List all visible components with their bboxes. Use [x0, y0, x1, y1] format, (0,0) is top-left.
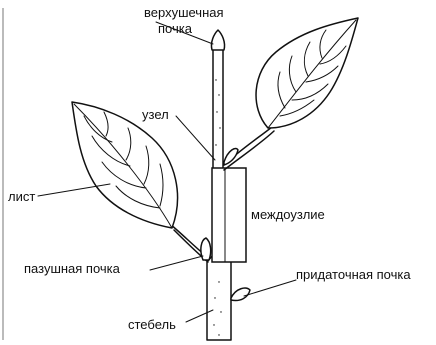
leaf-label: лист [8, 190, 35, 204]
stem-label: стебель [128, 318, 176, 332]
adventitious-bud [231, 288, 250, 300]
internode-label: междоузлие [251, 208, 325, 222]
terminal-bud-label-line1: верхушечная [144, 6, 224, 20]
terminal-bud [211, 30, 224, 50]
lower-node [170, 224, 211, 262]
internode-box [212, 168, 246, 262]
right-leaf [256, 18, 358, 128]
upper-node [224, 127, 274, 170]
node-label: узел [142, 108, 169, 122]
axillary-bud-label: пазушная почка [24, 262, 120, 276]
terminal-bud-label-line2: почка [158, 22, 192, 36]
adventitious-bud-label: придаточная почка [296, 268, 411, 282]
